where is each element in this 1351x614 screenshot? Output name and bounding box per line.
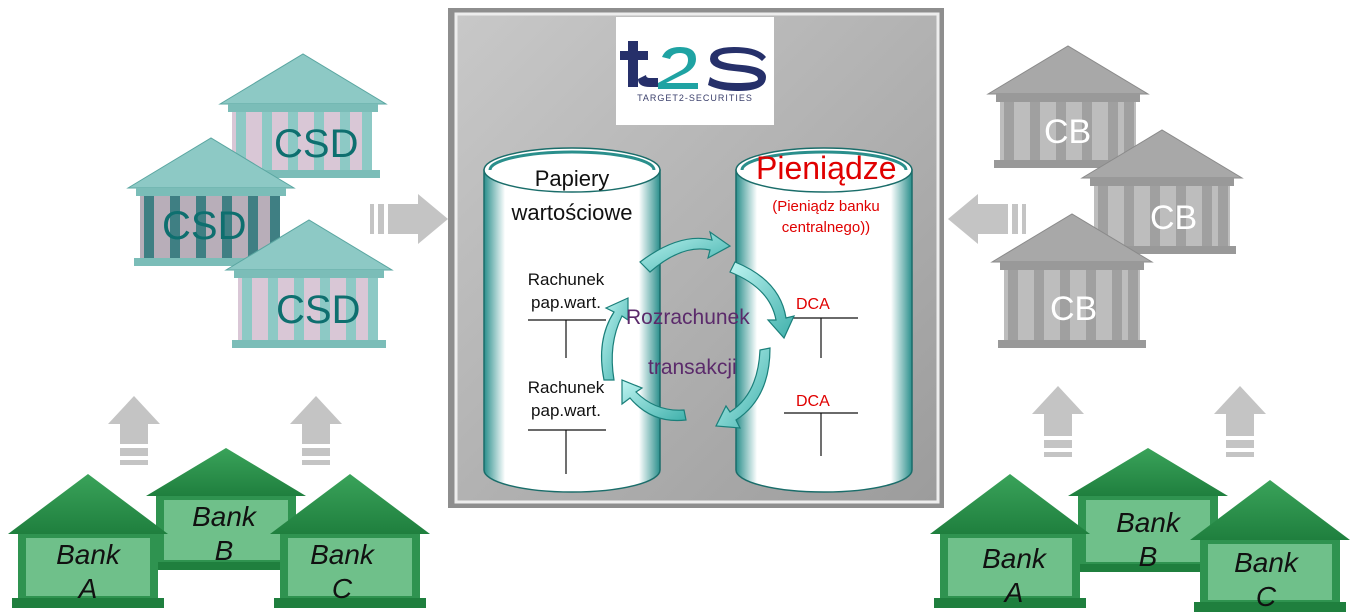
bank-right-c-line1: Bank bbox=[1234, 547, 1298, 578]
bank-left-a-line2: A bbox=[78, 573, 98, 604]
csd-label-1: CSD bbox=[274, 122, 359, 166]
dca-label-1: DCA bbox=[796, 296, 830, 313]
bank-building-right-c bbox=[1190, 480, 1350, 612]
securities-account-t-2 bbox=[528, 429, 606, 474]
t2s-logo-mark bbox=[620, 41, 766, 91]
csd-building-1 bbox=[218, 53, 388, 178]
csd-building-3 bbox=[224, 219, 394, 348]
bank-up-arrow-left-2 bbox=[290, 396, 342, 465]
bank-up-arrow-left-1 bbox=[108, 396, 160, 465]
dca-account-t-2 bbox=[784, 412, 858, 456]
account-1-line1: Rachunek bbox=[527, 270, 605, 289]
bank-left-c-line2: C bbox=[331, 573, 353, 604]
bank-up-arrow-right-2 bbox=[1214, 386, 1266, 457]
logo-caption: TARGET2-SECURITIES bbox=[637, 93, 753, 103]
bank-label-left-a: Bank A bbox=[40, 538, 136, 606]
bank-up-arrow-right-1 bbox=[1032, 386, 1084, 457]
cb-building-1 bbox=[986, 45, 1150, 168]
dca-label-2: DCA bbox=[796, 393, 830, 410]
securities-title-line1: Papiery bbox=[534, 166, 610, 191]
bank-label-left-b: Bank B bbox=[176, 500, 272, 568]
cb-label-2: CB bbox=[1150, 199, 1198, 237]
t2s-logo: TARGET2-SECURITIES bbox=[616, 17, 774, 125]
cb-building-2 bbox=[1080, 129, 1244, 254]
cash-cylinder bbox=[735, 147, 913, 493]
account-1-line2: pap.wart. bbox=[531, 293, 601, 312]
settlement-label-line1: Rozrachunek bbox=[626, 306, 750, 329]
bank-right-c-line2: C bbox=[1255, 581, 1277, 612]
cash-subtitle: (Pieniądz banku centralnego)) bbox=[752, 196, 900, 238]
cb-label-3: CB bbox=[1050, 290, 1098, 328]
csd-building-2 bbox=[126, 137, 296, 266]
bank-label-right-b: Bank B bbox=[1100, 506, 1196, 574]
csd-label-2: CSD bbox=[162, 204, 247, 248]
csd-to-platform-arrow bbox=[370, 194, 448, 244]
bank-right-b-line2: B bbox=[1138, 541, 1158, 572]
bank-label-right-a: Bank A bbox=[966, 542, 1062, 610]
bank-building-left-c bbox=[270, 474, 430, 608]
dca-account-t-1 bbox=[784, 317, 858, 358]
bank-right-a-line2: A bbox=[1004, 577, 1024, 608]
bank-left-b-line1: Bank bbox=[192, 501, 256, 532]
bank-right-a-line1: Bank bbox=[982, 543, 1046, 574]
securities-account-t-1 bbox=[528, 319, 606, 358]
securities-account-label-2: Rachunek pap.wart. bbox=[508, 376, 624, 422]
account-2-line1: Rachunek bbox=[527, 378, 605, 397]
securities-title: Papiery wartościowe bbox=[510, 162, 634, 230]
bank-left-a-line1: Bank bbox=[56, 539, 120, 570]
bank-building-left-b bbox=[146, 448, 306, 570]
cb-building-3 bbox=[990, 213, 1154, 348]
bank-right-b-line1: Bank bbox=[1116, 507, 1180, 538]
cash-title: Pieniądze bbox=[756, 150, 897, 186]
securities-title-line2: wartościowe bbox=[511, 200, 633, 225]
bank-building-right-a bbox=[930, 474, 1090, 608]
bank-label-left-c: Bank C bbox=[294, 538, 390, 606]
bank-left-b-line2: B bbox=[214, 535, 234, 566]
cash-subtitle-line2: centralnego)) bbox=[781, 219, 871, 236]
settlement-cycle-arrows bbox=[600, 230, 796, 429]
bank-building-right-b bbox=[1068, 448, 1228, 572]
securities-cylinder bbox=[483, 147, 661, 493]
cb-label-1: CB bbox=[1044, 113, 1092, 151]
csd-label-3: CSD bbox=[276, 288, 361, 332]
bank-building-left-a bbox=[8, 474, 168, 608]
account-2-line2: pap.wart. bbox=[531, 401, 601, 420]
cb-to-platform-arrow bbox=[948, 194, 1026, 244]
settlement-label-line2: transakcji bbox=[648, 356, 737, 379]
securities-account-label-1: Rachunek pap.wart. bbox=[508, 268, 624, 314]
bank-left-c-line1: Bank bbox=[310, 539, 374, 570]
bank-label-right-c: Bank C bbox=[1218, 546, 1314, 614]
cash-subtitle-line1: (Pieniądz banku bbox=[772, 198, 880, 215]
